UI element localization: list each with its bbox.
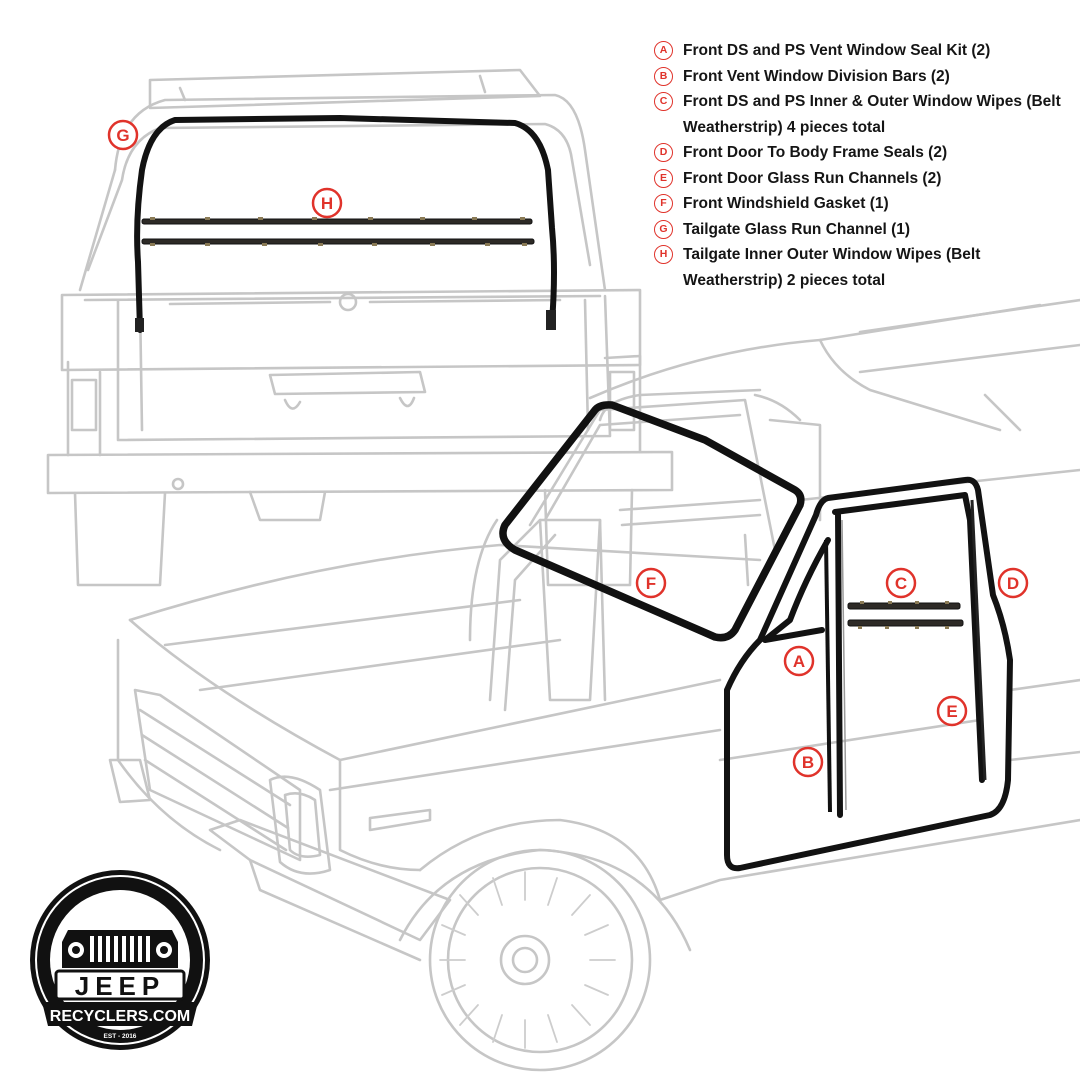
logo-site: RECYCLERS.COM: [50, 1008, 190, 1025]
legend-marker: B: [654, 66, 673, 86]
legend-item-e: E Front Door Glass Run Channels (2): [654, 166, 1064, 192]
svg-text:D: D: [1007, 574, 1019, 593]
legend-item-b: B Front Vent Window Division Bars (2): [654, 64, 1064, 90]
vent-division-bar: [824, 539, 832, 813]
callout-f: F: [635, 567, 667, 599]
callout-e: E: [936, 695, 968, 727]
legend-text: Front Door To Body Frame Seals (2): [683, 144, 948, 161]
callout-g: G: [107, 119, 139, 151]
legend-text: Front Windshield Gasket (1): [683, 195, 889, 212]
legend-text: Front DS and PS Inner & Outer Window Wip…: [683, 93, 1061, 136]
door-frame-seal: [724, 476, 1013, 872]
jeep-recyclers-logo: #SAVETHEFULLSIZEJEEP JEEP RECYCLERS.COM …: [30, 870, 210, 1050]
legend-marker: C: [654, 92, 673, 111]
legend-item-f: F Front Windshield Gasket (1): [654, 191, 1064, 217]
legend-marker: H: [654, 245, 673, 264]
logo-established: EST - 2016: [104, 1033, 137, 1040]
front-view-outline: [108, 298, 1080, 1072]
legend-marker: D: [654, 143, 673, 162]
logo-brand: JEEP: [75, 971, 166, 1001]
legend-text: Front DS and PS Vent Window Seal Kit (2): [683, 42, 991, 59]
callout-d: D: [997, 567, 1029, 599]
legend-marker: E: [654, 168, 673, 188]
legend-item-a: A Front DS and PS Vent Window Seal Kit (2…: [654, 38, 1064, 64]
callout-h: H: [311, 187, 343, 219]
svg-text:C: C: [895, 574, 907, 593]
legend-marker: A: [654, 41, 673, 60]
legend-marker: G: [654, 219, 673, 239]
svg-text:H: H: [321, 194, 333, 213]
tailgate-belt-weatherstrips: [141, 217, 535, 246]
legend-text: Front Vent Window Division Bars (2): [683, 67, 950, 85]
legend-item-g: G Tailgate Glass Run Channel (1): [654, 217, 1064, 243]
svg-text:G: G: [116, 126, 129, 145]
legend-text: Tailgate Glass Run Channel (1): [683, 220, 911, 238]
vent-window-seal: [762, 537, 831, 643]
parts-legend: A Front DS and PS Vent Window Seal Kit (2…: [654, 38, 1064, 293]
svg-text:A: A: [793, 652, 805, 671]
legend-marker: F: [654, 194, 673, 213]
door-glass-run-channel: [832, 492, 985, 818]
svg-text:E: E: [946, 702, 957, 721]
callout-c: C: [885, 567, 917, 599]
legend-item-c: C Front DS and PS Inner & Outer Window Wi…: [654, 89, 1064, 140]
legend-text: Tailgate Inner Outer Window Wipes (Belt …: [683, 246, 981, 289]
legend-item-h: H Tailgate Inner Outer Window Wipes (Belt…: [654, 242, 1064, 293]
svg-text:B: B: [802, 753, 814, 772]
windshield-gasket: [499, 401, 805, 642]
legend-text: Front Door Glass Run Channels (2): [683, 169, 942, 187]
legend-item-d: D Front Door To Body Frame Seals (2): [654, 140, 1064, 166]
grille-icon: [62, 930, 178, 968]
tailgate-glass-run-channel: [134, 115, 557, 333]
callout-a: A: [783, 645, 815, 677]
door-belt-weatherstrips: [847, 601, 964, 629]
svg-text:F: F: [646, 574, 656, 593]
callout-b: B: [792, 746, 824, 778]
